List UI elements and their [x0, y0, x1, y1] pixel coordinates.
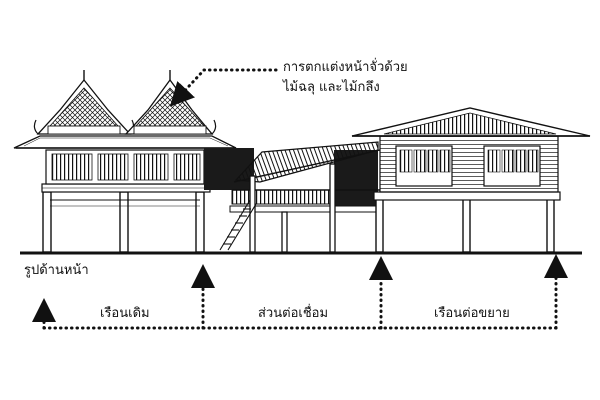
callout-label-line-1: การตกแต่งหน้าจั่วด้วย	[283, 60, 408, 75]
staircase	[219, 199, 257, 251]
section-label-connector: ส่วนต่อเชื่อม	[258, 306, 329, 321]
section-label-extension: เรือนต่อขยาย	[434, 306, 510, 321]
extension-window-right	[483, 145, 541, 187]
connecting-section	[204, 141, 381, 253]
view-title: รูปด้านหน้า	[24, 263, 89, 278]
callout-label-line-2: ไม้ฉลุ และไม้กลึง	[283, 80, 380, 95]
section-dimension-line	[32, 254, 568, 330]
original-house	[13, 70, 237, 253]
section-label-original-house: เรือนเดิม	[100, 306, 150, 321]
gable-left	[33, 70, 135, 135]
extension-house	[351, 107, 591, 253]
gable-right	[124, 70, 217, 135]
original-house-stilts	[42, 191, 205, 253]
extension-window-left	[395, 145, 453, 187]
callout-leader-arrow	[169, 68, 278, 107]
